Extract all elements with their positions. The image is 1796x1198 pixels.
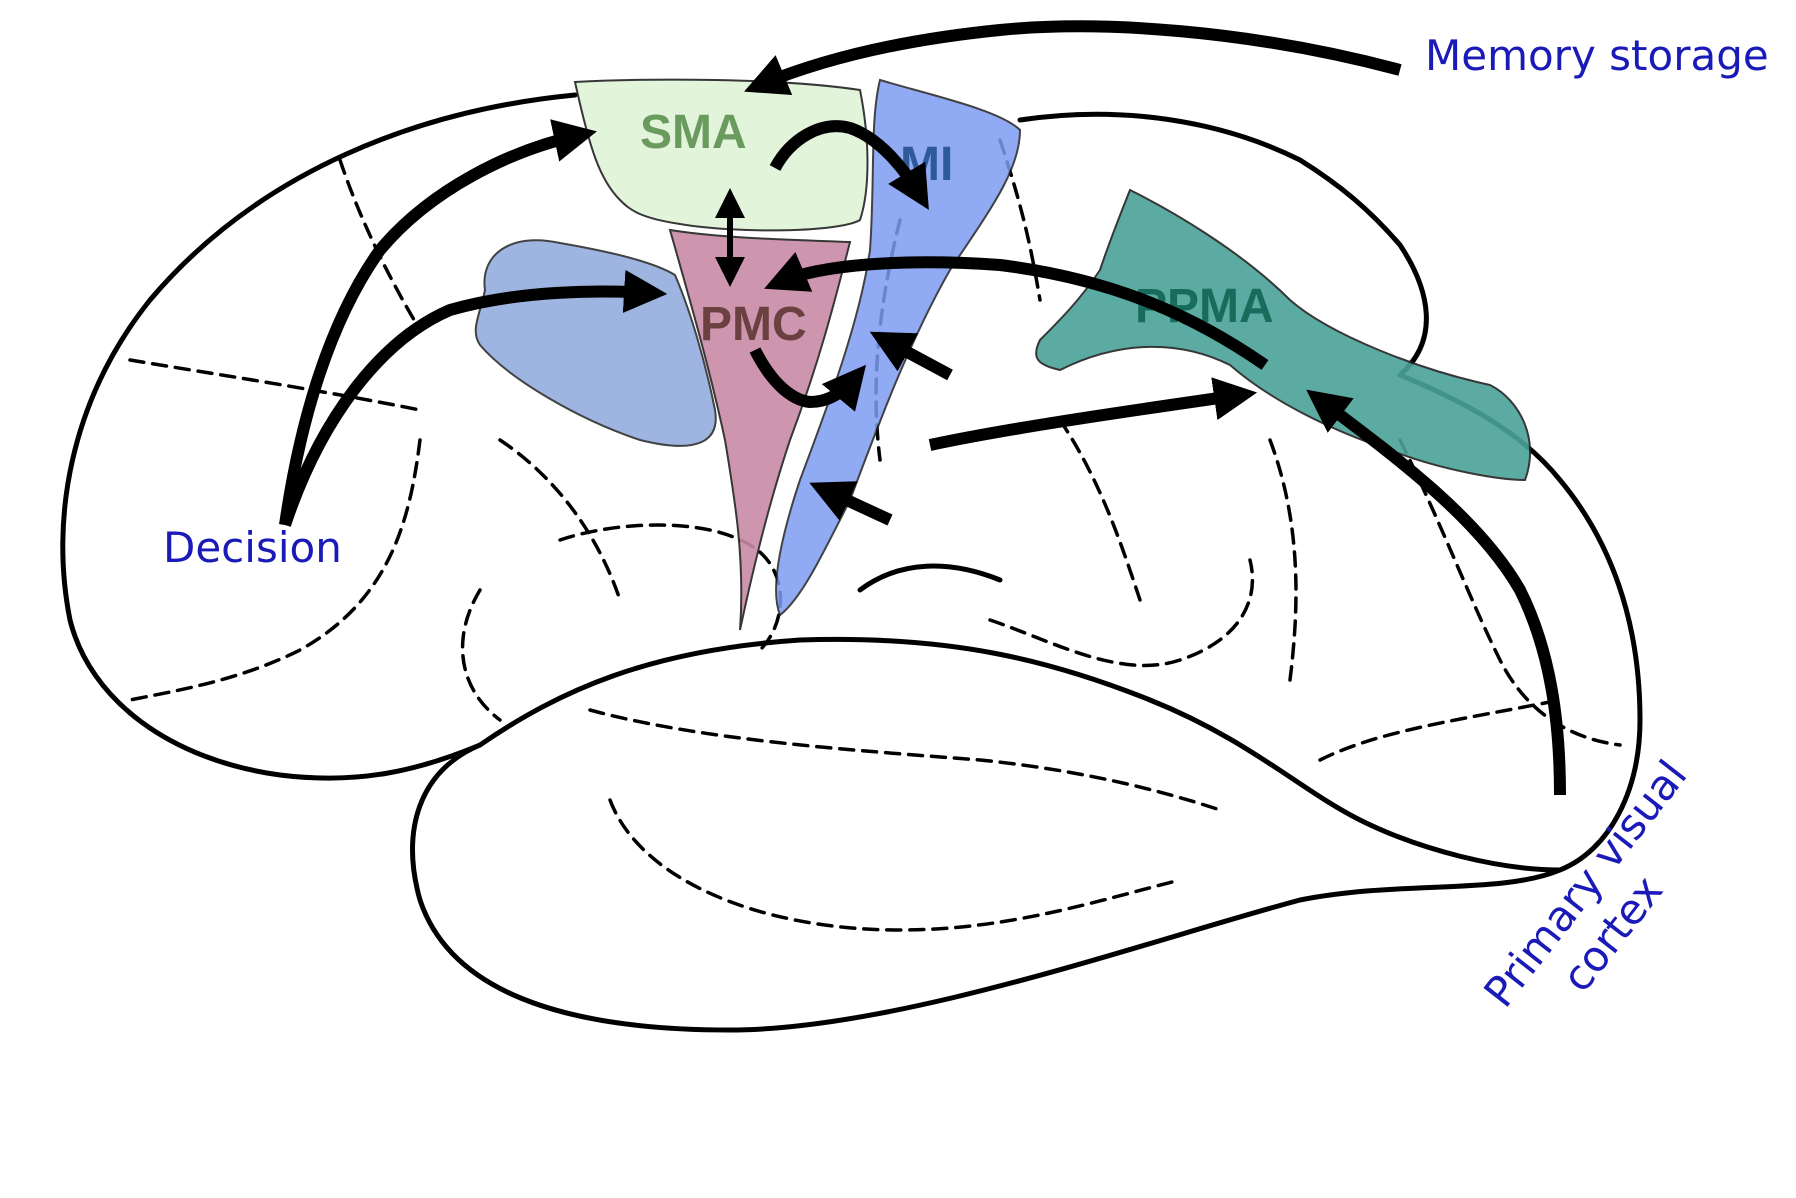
sulcus-10 bbox=[1058, 418, 1142, 602]
cerebrum-outline bbox=[60, 92, 1643, 1033]
arrow-visual-to-ppma bbox=[1306, 389, 1566, 796]
sulcus-13 bbox=[1318, 698, 1562, 762]
regions bbox=[474, 78, 1531, 631]
arrow-to-ppma bbox=[928, 377, 1258, 451]
sulcus-4 bbox=[498, 438, 622, 602]
arrows bbox=[279, 20, 1566, 796]
arrow-ppma-to-pmc bbox=[764, 251, 1269, 370]
arrow-pmc-to-mi bbox=[749, 347, 867, 412]
primary-visual-cortex-label: Primary visual cortex bbox=[1474, 751, 1696, 1016]
arrow-decision-to-pmc bbox=[279, 269, 668, 527]
arrow-to-mi-upper bbox=[869, 331, 953, 381]
sulcus-11 bbox=[1268, 438, 1298, 682]
sma-label: SMA bbox=[640, 106, 747, 159]
pmc-label: PMC bbox=[700, 298, 807, 351]
sulcus-3 bbox=[128, 438, 422, 702]
sulcus-9 bbox=[988, 558, 1255, 668]
arrow-decision-to-sma bbox=[279, 119, 597, 526]
arrow-memory-to-sma bbox=[744, 20, 1402, 95]
sulcus-1 bbox=[128, 358, 422, 412]
brain-outline bbox=[60, 92, 1643, 1033]
sulcus-12 bbox=[1398, 438, 1622, 747]
arrow-sma-to-mi bbox=[769, 120, 929, 210]
sulcus-8 bbox=[608, 798, 1182, 932]
memory-storage-label: Memory storage bbox=[1425, 31, 1769, 80]
decision-label: Decision bbox=[163, 523, 342, 572]
sulcus-14 bbox=[998, 138, 1042, 302]
prefrontal-region bbox=[474, 239, 717, 447]
ppma-region bbox=[1035, 188, 1531, 482]
sulcus-7 bbox=[588, 708, 1222, 812]
parietal-outline bbox=[1017, 111, 1429, 378]
central-sulcus-outline bbox=[857, 563, 1003, 593]
arrow-to-mi-lower bbox=[809, 481, 893, 526]
temporal-lobe-outline bbox=[477, 636, 1563, 873]
pmc-region bbox=[668, 228, 852, 631]
sulcus-6 bbox=[460, 588, 502, 722]
